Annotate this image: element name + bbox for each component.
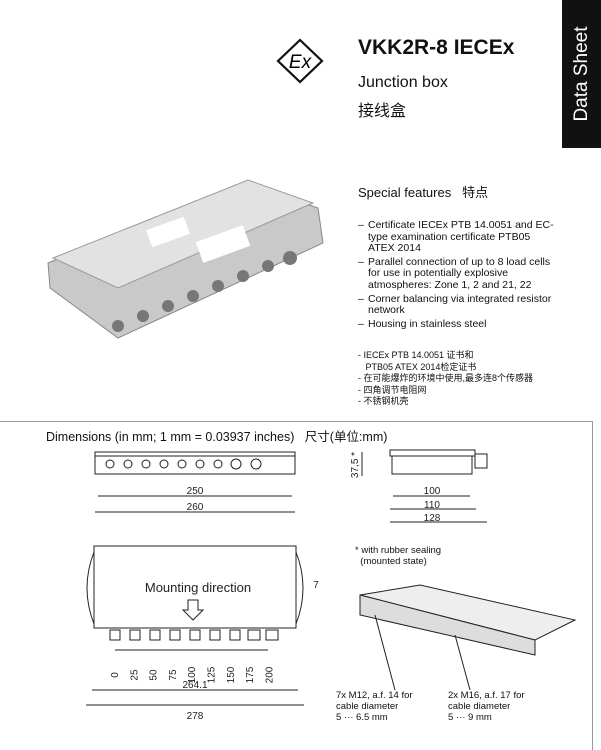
dim-height: 37,5 * bbox=[350, 452, 361, 478]
gland-m16-note: 2x M16, a.f. 17 for cable diameter 5 ···… bbox=[448, 690, 525, 723]
gland-position-tick: 50 bbox=[149, 669, 160, 681]
dim-264: 264.1 bbox=[182, 680, 207, 691]
gland-position-tick: 0 bbox=[110, 672, 121, 678]
dim-offset: 7 bbox=[313, 580, 319, 591]
gland-position-tick: 175 bbox=[245, 666, 256, 683]
dim-260: 260 bbox=[187, 502, 204, 513]
gland-position-tick: 125 bbox=[207, 666, 218, 683]
dim-110: 110 bbox=[424, 500, 440, 511]
gland-position-tick: 200 bbox=[264, 666, 275, 683]
data-sheet-tab: Data Sheet bbox=[562, 0, 601, 148]
dim-250: 250 bbox=[187, 486, 204, 497]
tab-label: Data Sheet bbox=[570, 26, 592, 122]
dimensions-heading: Dimensions (in mm; 1 mm = 0.03937 inches… bbox=[46, 430, 388, 444]
product-title: VKK2R-8 IECEx bbox=[358, 36, 515, 59]
dimensions-frame bbox=[0, 421, 593, 750]
feature-item-cn: - 四角调节电阻网 bbox=[358, 384, 427, 395]
special-features-heading: Special features 特点 bbox=[358, 185, 489, 200]
feature-item-cn: - 在可能爆炸的环境中使用,最多连8个传感器 bbox=[358, 373, 534, 383]
gland-position-tick: 25 bbox=[129, 669, 140, 681]
ex-logo-icon: Ex bbox=[276, 38, 324, 84]
dim-128: 128 bbox=[424, 513, 441, 524]
product-subtitle: Junction box bbox=[358, 74, 448, 91]
feature-item: Corner balancing via integrated resistor… bbox=[358, 293, 558, 317]
dim-100: 100 bbox=[424, 486, 441, 497]
feature-item: Parallel connection of up to 8 load cell… bbox=[358, 256, 558, 292]
features-list: Certificate IECEx PTB 14.0051 and EC-typ… bbox=[358, 219, 558, 332]
gland-position-tick: 150 bbox=[226, 666, 237, 683]
rubber-sealing-note: * with rubber sealing (mounted state) bbox=[355, 545, 442, 567]
dim-278: 278 bbox=[187, 711, 204, 722]
feature-item: Housing in stainless steel bbox=[358, 318, 558, 331]
top-glands bbox=[109, 629, 279, 641]
dimension-drawings: 250 260 100 110 128 37,5 * Mounting dire… bbox=[86, 449, 577, 722]
gland-position-tick: 100 bbox=[187, 666, 198, 683]
features-list-cn: - IECEx PTB 14.0051 证书和 PTB05 ATEX 2014检… bbox=[358, 350, 533, 408]
feature-item: Certificate IECEx PTB 14.0051 and EC-typ… bbox=[358, 219, 558, 255]
feature-item-cn: - 不锈钢机壳 bbox=[358, 396, 409, 406]
mounting-direction-label: Mounting direction bbox=[145, 580, 251, 595]
product-photo bbox=[47, 179, 324, 339]
product-subtitle-cn: 接线盒 bbox=[358, 103, 407, 120]
gland-position-tick: 75 bbox=[168, 669, 179, 681]
feature-item-cn: PTB05 ATEX 2014检定证书 bbox=[358, 361, 477, 372]
gland-m12-note: 7x M12, a.f. 14 for cable diameter 5 ···… bbox=[336, 690, 413, 723]
feature-item-cn: - IECEx PTB 14.0051 证书和 bbox=[358, 350, 474, 360]
front-glands bbox=[105, 458, 262, 470]
svg-text:Ex: Ex bbox=[289, 52, 313, 73]
